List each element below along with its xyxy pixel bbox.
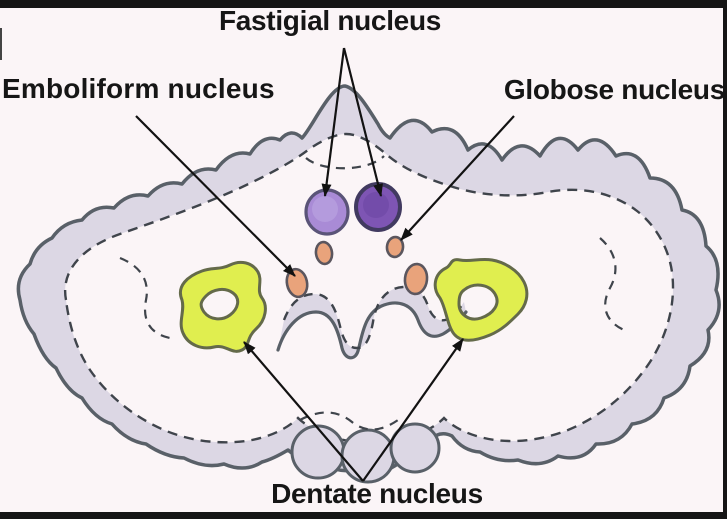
vermis-band-dashed-edge bbox=[282, 285, 465, 350]
arrow-fastigial-right bbox=[342, 47, 383, 197]
bottom-folia bbox=[290, 422, 441, 484]
bottom-black-bar bbox=[0, 512, 727, 519]
fastigial-nucleus-right-shape bbox=[354, 182, 402, 232]
peach-oval-left-upper bbox=[314, 240, 334, 266]
peach-oval-right-lower bbox=[403, 262, 429, 296]
top-black-bar bbox=[0, 0, 727, 8]
dentate-nucleus-left-shape bbox=[179, 260, 267, 353]
left-edge-sliver bbox=[0, 28, 2, 60]
annotation-arrows bbox=[135, 47, 515, 482]
globose-nucleus-shape bbox=[385, 235, 405, 259]
arrow-dentate-right bbox=[362, 338, 464, 482]
arrow-fastigial-left bbox=[321, 47, 346, 197]
label-globose-nucleus: Globose nucleus bbox=[503, 74, 725, 105]
arrow-dentate-left bbox=[243, 341, 364, 482]
fastigial-nucleus-left-shape bbox=[304, 188, 350, 236]
right-black-edge bbox=[723, 0, 727, 519]
label-emboliform-nucleus: Emboliform nucleus bbox=[2, 73, 275, 104]
arrow-globose bbox=[400, 115, 515, 241]
vermis-band-solid-edge bbox=[276, 301, 468, 360]
label-dentate-nucleus: Dentate nucleus bbox=[271, 478, 483, 509]
medulla-white-region bbox=[63, 132, 675, 444]
arrow-emboliform bbox=[135, 115, 296, 277]
label-fastigial-nucleus: Fastigial nucleus bbox=[218, 5, 442, 36]
